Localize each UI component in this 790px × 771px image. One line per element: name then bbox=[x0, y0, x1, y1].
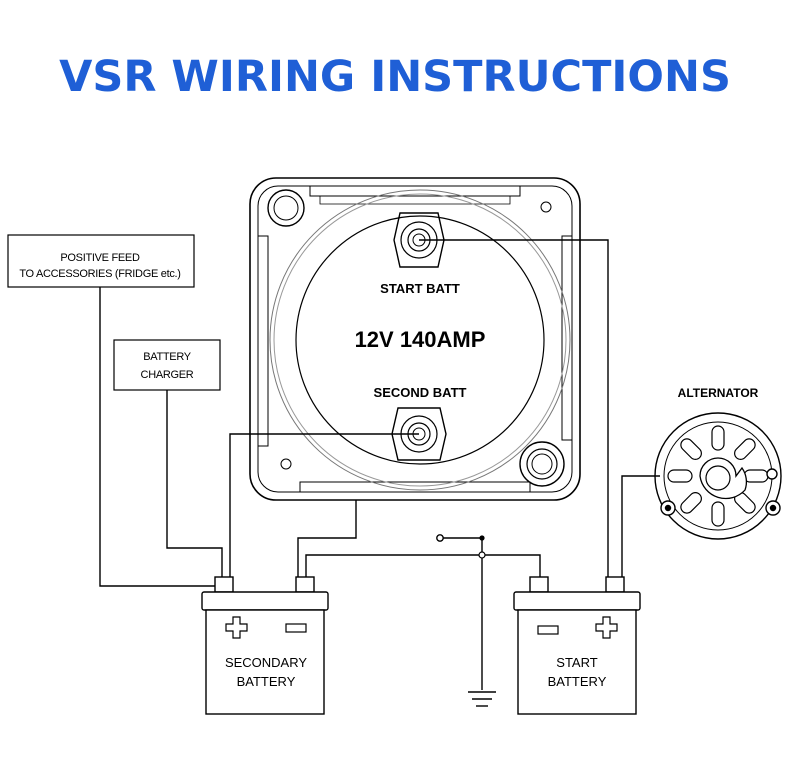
secondary-pos-post bbox=[214, 576, 234, 593]
ground-icon bbox=[468, 691, 496, 707]
relay-right-ridge bbox=[561, 235, 572, 441]
charger-line1: BATTERY bbox=[143, 351, 192, 363]
mount-hole-top-right bbox=[540, 201, 552, 213]
alternator-hub bbox=[699, 457, 748, 500]
relay-model-label: 12V 140AMP bbox=[355, 327, 486, 352]
secondary-minus-icon bbox=[285, 623, 307, 633]
relay-top-ridge-2 bbox=[319, 196, 511, 205]
mount-hole-bottom-right bbox=[519, 441, 565, 487]
alternator-icon bbox=[654, 412, 782, 540]
start-terminal-label: START BATT bbox=[380, 281, 460, 296]
relay-left-ridge bbox=[258, 235, 269, 447]
sense-lead-terminal bbox=[436, 534, 444, 542]
mount-hole-bottom-right-mid bbox=[526, 448, 558, 480]
wires bbox=[99, 239, 660, 690]
alternator-label: ALTERNATOR bbox=[678, 386, 759, 400]
battery-charger-box: BATTERY CHARGER bbox=[113, 339, 221, 391]
secondary-plus-icon bbox=[225, 616, 248, 639]
positive-feed-line2: TO ACCESSORIES (FRIDGE etc.) bbox=[19, 268, 180, 280]
alternator-housing bbox=[654, 412, 782, 540]
wire-positive-feed bbox=[99, 287, 220, 587]
secondary-battery-line2: BATTERY bbox=[237, 674, 296, 689]
start-battery-line2: BATTERY bbox=[548, 674, 607, 689]
start-battery-line1: START bbox=[556, 655, 597, 670]
junction-dot-bus bbox=[478, 551, 486, 559]
secondary-battery-lid bbox=[201, 591, 329, 611]
mount-hole-top-left bbox=[267, 189, 305, 227]
secondary-battery-line1: SECONDARY bbox=[225, 655, 307, 670]
wire-alternator bbox=[621, 475, 660, 578]
start-pos-post bbox=[605, 576, 625, 593]
relay-housing-outer bbox=[249, 177, 581, 501]
relay-housing-inner bbox=[257, 185, 573, 493]
relay-dome-outer bbox=[269, 189, 571, 491]
relay-dome-inner bbox=[295, 215, 545, 465]
alternator-output-terminal bbox=[766, 468, 778, 480]
secondary-battery bbox=[201, 576, 329, 715]
vsr-relay bbox=[249, 177, 581, 578]
secondary-neg-post bbox=[295, 576, 315, 593]
positive-feed-line1: POSITIVE FEED bbox=[60, 252, 140, 264]
start-battery-lid bbox=[513, 591, 641, 611]
relay-bottom-ridge bbox=[299, 481, 531, 492]
start-terminal-nut bbox=[393, 212, 445, 268]
start-battery bbox=[513, 576, 641, 715]
relay-ground-lead bbox=[297, 500, 357, 578]
positive-feed-box: POSITIVE FEED TO ACCESSORIES (FRIDGE etc… bbox=[7, 234, 195, 288]
wire-charger bbox=[166, 390, 223, 578]
mount-hole-top-left-inner bbox=[273, 195, 299, 221]
wire-second-batt bbox=[229, 433, 419, 578]
charger-line2: CHARGER bbox=[141, 369, 194, 381]
wire-start-batt bbox=[419, 239, 609, 578]
alternator-shaft bbox=[705, 465, 731, 491]
start-minus-icon bbox=[537, 625, 559, 635]
page-title: VSR WIRING INSTRUCTIONS bbox=[59, 52, 731, 102]
mount-hole-bottom-left bbox=[280, 458, 292, 470]
junction-dot-top bbox=[479, 535, 485, 541]
second-terminal-label: SECOND BATT bbox=[374, 385, 467, 400]
wire-ground-bus bbox=[305, 554, 541, 578]
start-neg-post bbox=[529, 576, 549, 593]
relay-dome-mid bbox=[273, 193, 567, 487]
relay-top-ridge bbox=[309, 186, 521, 197]
start-plus-icon bbox=[595, 616, 618, 639]
mount-hole-bottom-right-inner bbox=[531, 453, 553, 475]
